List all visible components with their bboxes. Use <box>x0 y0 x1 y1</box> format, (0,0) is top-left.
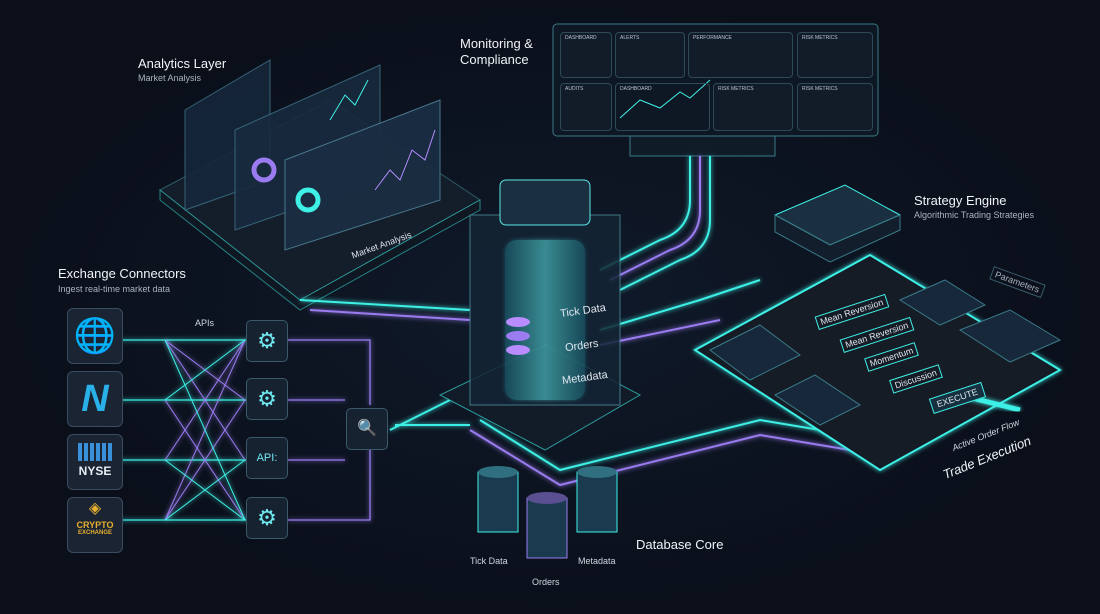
gear-icon: ⚙ <box>246 378 288 420</box>
binance-icon: ◈ <box>88 500 102 517</box>
strategy-subtitle: Algorithmic Trading Strategies <box>914 210 1035 220</box>
gear-icon: ⚙ <box>246 497 288 539</box>
api-badge: API: <box>246 437 288 479</box>
panel-risk-metrics-2: RISK METRICS <box>713 83 793 131</box>
database-search-icon: 🔍 <box>346 408 388 450</box>
panel-performance: PERFORMANCE <box>688 32 793 78</box>
panel-dashboard-2: DASHBOARD <box>615 83 710 131</box>
panel-risk-metrics: RISK METRICS <box>797 32 873 78</box>
analytics-platform <box>159 59 481 311</box>
connectors-title: Exchange Connectors <box>58 266 186 281</box>
nyse-columns-icon <box>78 443 112 461</box>
connectors-subtitle: Ingest real-time market data <box>58 284 171 294</box>
gear-icon: ⚙ <box>246 320 288 362</box>
apis-label: APIs <box>195 318 215 328</box>
panel-risk-metrics-3: RISK METRICS <box>797 83 873 131</box>
panel-dashboard: DASHBOARD <box>560 32 612 78</box>
store-metadata: Metadata <box>578 556 616 566</box>
monitoring-title: Monitoring & Compliance <box>460 36 533 67</box>
storage-cylinders <box>477 466 618 559</box>
crypto-label: CRYPTO <box>76 520 114 530</box>
crypto-sublabel: EXCHANGE <box>77 530 112 536</box>
panel-audits: AUDITS <box>560 83 612 131</box>
store-tick-data: Tick Data <box>470 556 508 566</box>
analytics-subtitle: Market Analysis <box>138 73 202 83</box>
globe-icon: 🌐 <box>67 308 123 364</box>
nyse-tile: NYSE <box>67 434 123 490</box>
database-title: Database Core <box>636 537 724 552</box>
store-orders: Orders <box>532 577 560 587</box>
nasdaq-logo-icon: N <box>67 371 123 427</box>
analytics-title: Analytics Layer <box>138 56 227 71</box>
strategy-title: Strategy Engine <box>914 193 1007 208</box>
panel-alerts: ALERTS <box>615 32 685 78</box>
strategy-platform <box>693 184 1062 472</box>
database-tower <box>438 179 642 451</box>
crypto-exchange-tile: ◈ CRYPTO EXCHANGE <box>67 497 123 553</box>
nyse-label: NYSE <box>78 464 112 478</box>
